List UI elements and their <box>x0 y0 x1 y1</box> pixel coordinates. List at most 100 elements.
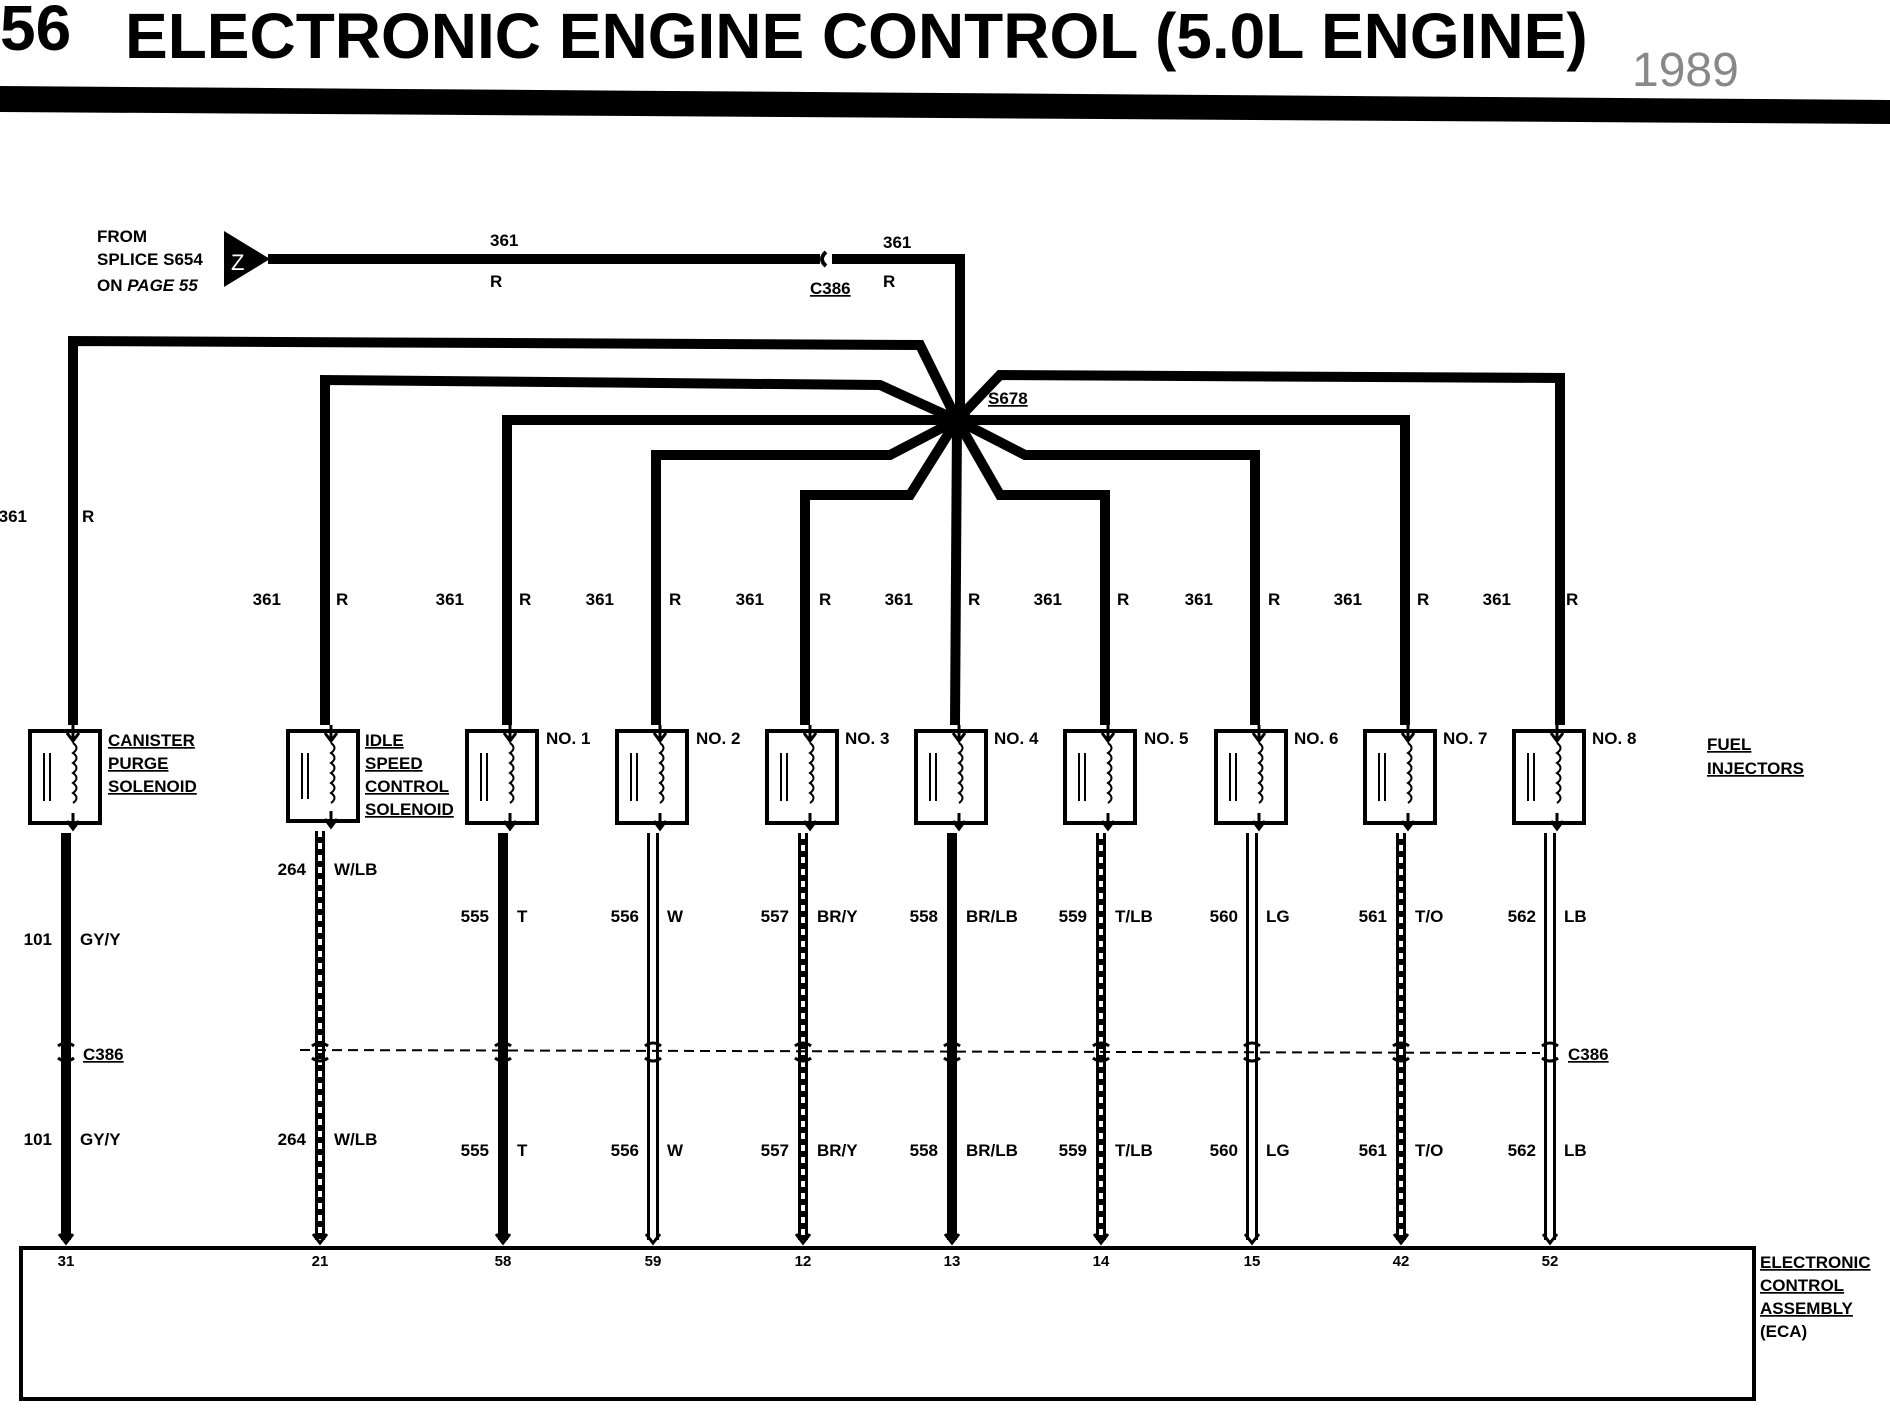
terminal-arrow-top <box>1251 725 1267 744</box>
c386-lower-right-label: C386 <box>1568 1045 1609 1064</box>
lower-color-label: LB <box>1564 907 1587 926</box>
terminal-arrow-bottom <box>951 813 967 832</box>
core-symbol <box>43 753 51 801</box>
lower-color-label-b: W <box>667 1141 684 1160</box>
eca-pin-number: 13 <box>944 1253 961 1270</box>
eca-label-line-2: CONTROL <box>1760 1276 1844 1295</box>
core-symbol <box>1378 753 1386 801</box>
device-label-line: CONTROL <box>365 777 449 796</box>
connector-cavity <box>1243 1041 1261 1063</box>
lower-color-label-b: BR/LB <box>966 1141 1018 1160</box>
eca-pin-number: 15 <box>1244 1253 1261 1270</box>
device-label-line: NO. 1 <box>546 729 590 748</box>
terminal-arrow-bottom <box>1251 813 1267 832</box>
lower-circuit-label-b: 562 <box>1508 1141 1536 1160</box>
lower-color-label: T/LB <box>1115 907 1153 926</box>
branch-wire-inj1 <box>502 415 957 725</box>
device-label-line: SOLENOID <box>108 777 197 796</box>
coil-symbol <box>71 742 78 804</box>
upper-color-label: R <box>1417 590 1429 609</box>
eca-terminal-arrow <box>1541 1233 1559 1246</box>
eca-terminal-arrow <box>794 1233 812 1246</box>
page-header: 56 ELECTRONIC ENGINE CONTROL (5.0L ENGIN… <box>0 0 1890 124</box>
lower-circuit-label-b: 101 <box>24 1130 52 1149</box>
eca-box <box>19 1246 1756 1401</box>
lower-color-label: W/LB <box>334 860 377 879</box>
lower-circuit-label-b: 557 <box>761 1141 789 1160</box>
connector-cavity <box>494 1041 512 1063</box>
lower-color-label-b: GY/Y <box>80 1130 121 1149</box>
lower-color-label: T/O <box>1415 907 1443 926</box>
connector-cavity <box>57 1041 75 1063</box>
lower-color-label-b: BR/Y <box>817 1141 858 1160</box>
c386-upper-label: C386 <box>810 279 851 298</box>
fuel-injectors-label: FUEL INJECTORS <box>1707 735 1804 778</box>
eca-label-line-4: (ECA) <box>1760 1322 1807 1341</box>
lower-color-label-b: LG <box>1266 1141 1290 1160</box>
upper-circuit-label: 361 <box>1185 590 1213 609</box>
terminal-arrow-top <box>65 725 81 744</box>
source-connector-letter: Z <box>231 250 244 275</box>
lower-circuit-label-b: 556 <box>611 1141 639 1160</box>
core-symbol <box>480 753 488 801</box>
lower-circuit-label: 101 <box>24 930 52 949</box>
coil-symbol <box>1555 742 1562 804</box>
device-box <box>286 729 360 823</box>
connector-cavity <box>311 1041 329 1063</box>
c386-upper-connector-symbol <box>820 250 828 268</box>
core-symbol <box>301 753 309 799</box>
coil-symbol <box>1406 742 1413 804</box>
connector-dashed-line <box>299 1049 1541 1054</box>
device-label-line: NO. 2 <box>696 729 740 748</box>
upper-circuit-label: 361 <box>1334 590 1362 609</box>
branch-wire-inj5 <box>952 417 1110 725</box>
lower-color-label-b: T <box>517 1141 528 1160</box>
branch-wire-canister <box>68 335 962 725</box>
eca-pin-number: 52 <box>1542 1253 1559 1270</box>
eca-pin-number: 42 <box>1393 1253 1410 1270</box>
terminal-arrow-bottom <box>652 813 668 832</box>
device-label-line: NO. 4 <box>994 729 1039 748</box>
device-box <box>914 729 988 825</box>
eca-pin-number: 59 <box>645 1253 662 1270</box>
branch-wire-inj6 <box>954 415 1260 725</box>
connector-cavity <box>1541 1041 1559 1063</box>
lower-circuit-label: 264 <box>278 860 307 879</box>
upper-circuit-label: 361 <box>0 507 27 526</box>
terminal-arrow-top <box>1400 725 1416 744</box>
terminal-arrow-bottom <box>802 813 818 832</box>
upper-circuit-label: 361 <box>586 590 614 609</box>
coil-symbol <box>329 742 336 804</box>
lower-circuit-label: 556 <box>611 907 639 926</box>
terminal-arrow-top <box>1100 725 1116 744</box>
lower-circuit-label: 558 <box>910 907 938 926</box>
eca-terminal-arrow <box>1092 1233 1110 1246</box>
branch-wire-inj4 <box>950 419 962 726</box>
lower-color-label: T <box>517 907 528 926</box>
core-symbol <box>1527 753 1535 801</box>
coil-symbol <box>1257 742 1264 804</box>
c386-lower-left-label: C386 <box>83 1045 124 1064</box>
lower-color-label-b: T/O <box>1415 1141 1443 1160</box>
device-label-line: SOLENOID <box>365 800 454 819</box>
lower-circuit-label: 562 <box>1508 907 1536 926</box>
eca-terminal-arrow <box>1243 1233 1261 1246</box>
lower-circuit-label: 555 <box>461 907 489 926</box>
device-label-line: SPEED <box>365 754 423 773</box>
upper-circuit-label: 361 <box>1034 590 1062 609</box>
device-label-line: NO. 5 <box>1144 729 1188 748</box>
eca-terminal-arrow <box>494 1233 512 1246</box>
device-label-line: IDLE <box>365 731 404 750</box>
core-symbol <box>780 753 788 801</box>
upper-color-label: R <box>519 590 531 609</box>
device-box <box>1063 729 1137 825</box>
upper-circuit-label: 361 <box>1483 590 1511 609</box>
coil-symbol <box>658 742 665 804</box>
eca-module: ELECTRONIC CONTROL ASSEMBLY (ECA) <box>19 1246 1871 1401</box>
device-box <box>465 729 539 825</box>
device-label-line: PURGE <box>108 754 168 773</box>
lower-circuit-label-b: 559 <box>1059 1141 1087 1160</box>
